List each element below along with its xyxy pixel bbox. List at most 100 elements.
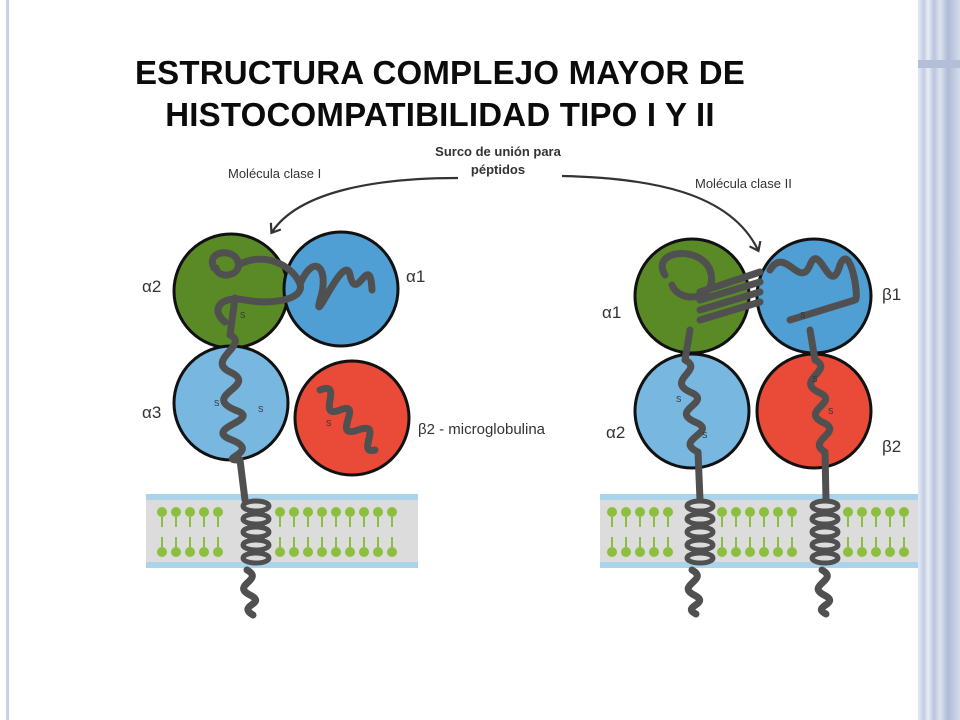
phospholipid <box>275 537 285 557</box>
class1-alpha1-label: α1 <box>406 267 425 286</box>
class1-transmembrane-helix <box>240 498 272 566</box>
class2-alpha1-label: α1 <box>602 303 621 322</box>
phospholipid <box>759 537 769 557</box>
class1-alpha3-label: α3 <box>142 403 161 422</box>
phospholipid <box>303 537 313 557</box>
phospholipid <box>289 507 299 527</box>
phospholipid <box>635 537 645 557</box>
class2-label: Molécula clase II <box>695 176 792 191</box>
class2-ss-beta2-a: S <box>812 375 817 384</box>
arrow-to-class2 <box>561 174 762 253</box>
phospholipid <box>331 507 341 527</box>
class1-beta2-label: β2 - microglobulina <box>418 421 546 438</box>
class1-alpha1-domain <box>282 230 400 348</box>
phospholipid <box>213 507 223 527</box>
phospholipid <box>387 537 397 557</box>
phospholipid <box>857 507 867 527</box>
class1-label: Molécula clase I <box>228 166 321 181</box>
class1-molecule: S S S S α1 α2 α3 β2 - microglobulina <box>142 230 546 619</box>
phospholipid <box>171 507 181 527</box>
phospholipid <box>857 537 867 557</box>
class1-ss-alpha2: S <box>240 311 245 320</box>
phospholipid <box>359 507 369 527</box>
phospholipid <box>731 507 741 527</box>
phospholipid <box>303 507 313 527</box>
phospholipid <box>345 507 355 527</box>
phospholipid <box>607 537 617 557</box>
phospholipid <box>717 537 727 557</box>
class1-alpha2-label: α2 <box>142 277 161 296</box>
phospholipid <box>185 537 195 557</box>
groove-label-line-2: péptidos <box>471 162 525 177</box>
phospholipid <box>899 537 909 557</box>
phospholipid <box>331 537 341 557</box>
class2-beta-transmembrane-helix <box>809 498 841 566</box>
phospholipid <box>289 537 299 557</box>
arrow-to-class1 <box>269 176 459 235</box>
class1-ss-beta2: S <box>326 419 331 428</box>
class1-ss-alpha3-a: S <box>214 399 219 408</box>
phospholipid <box>359 537 369 557</box>
phospholipid <box>745 507 755 527</box>
groove-label-line-1: Surco de unión para <box>435 144 561 159</box>
phospholipid <box>717 507 727 527</box>
class2-beta1-label: β1 <box>882 285 901 304</box>
phospholipid <box>185 507 195 527</box>
phospholipid <box>157 507 167 527</box>
phospholipid <box>199 507 209 527</box>
phospholipid <box>885 537 895 557</box>
class2-alpha2-label: α2 <box>606 423 625 442</box>
phospholipid <box>157 537 167 557</box>
class2-ss-beta1: S <box>800 311 805 320</box>
phospholipid <box>745 537 755 557</box>
phospholipid <box>773 537 783 557</box>
phospholipid <box>731 537 741 557</box>
phospholipid <box>899 507 909 527</box>
phospholipid <box>317 537 327 557</box>
phospholipid <box>213 537 223 557</box>
title-line-1: ESTRUCTURA COMPLEJO MAYOR DE <box>134 54 746 91</box>
phospholipid <box>635 507 645 527</box>
phospholipid <box>649 507 659 527</box>
phospholipid <box>871 537 881 557</box>
phospholipid <box>663 507 673 527</box>
class2-molecule: S S S S S α1 α2 β1 β2 <box>600 237 918 618</box>
phospholipid <box>345 537 355 557</box>
title-line-2: HISTOCOMPATIBILIDAD TIPO I Y II <box>165 96 715 133</box>
phospholipid <box>621 507 631 527</box>
phospholipid <box>871 507 881 527</box>
phospholipid <box>373 537 383 557</box>
class2-beta2-label: β2 <box>882 437 901 456</box>
phospholipid <box>773 507 783 527</box>
phospholipid <box>317 507 327 527</box>
phospholipid <box>275 507 285 527</box>
slide-frame-right <box>918 0 960 720</box>
phospholipid <box>373 507 383 527</box>
phospholipid <box>199 537 209 557</box>
class2-ss-alpha2-a: S <box>676 395 681 404</box>
phospholipid <box>787 507 797 527</box>
class2-alpha-transmembrane-helix <box>684 498 716 566</box>
slide-frame-accent <box>918 60 960 68</box>
class2-chains <box>658 250 860 618</box>
phospholipid <box>843 537 853 557</box>
phospholipid <box>621 537 631 557</box>
phospholipid <box>171 537 181 557</box>
class1-ss-alpha3-b: S <box>258 405 263 414</box>
class2-ss-alpha2-b: S <box>702 431 707 440</box>
phospholipid <box>787 537 797 557</box>
phospholipid <box>759 507 769 527</box>
class1-chain <box>208 249 379 619</box>
membrane-lipids <box>157 507 909 557</box>
class2-ss-beta2-b: S <box>828 407 833 416</box>
phospholipid <box>885 507 895 527</box>
slide-title: ESTRUCTURA COMPLEJO MAYOR DE HISTOCOMPAT… <box>40 52 840 136</box>
phospholipid <box>663 537 673 557</box>
phospholipid <box>607 507 617 527</box>
phospholipid <box>843 507 853 527</box>
class2-membrane <box>600 494 918 568</box>
phospholipid <box>387 507 397 527</box>
slide-frame-left <box>6 0 9 720</box>
phospholipid <box>649 537 659 557</box>
